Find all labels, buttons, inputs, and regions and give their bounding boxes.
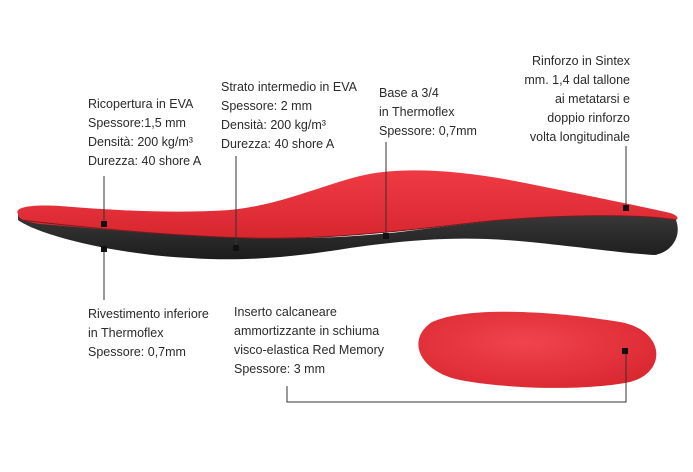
- label-rinforzo-line-4: volta longitudinale: [529, 130, 630, 144]
- label-base-title: Base a 3/4: [379, 86, 439, 100]
- label-strato-line-2: Densità: 200 kg/m³: [221, 118, 326, 132]
- label-inserto-line-2: visco-elastica Red Memory: [234, 343, 385, 357]
- label-inserto-line-1: ammortizzante in schiuma: [234, 324, 380, 338]
- label-inserto: Inserto calcaneare ammortizzante in schi…: [234, 303, 384, 379]
- label-strato: Strato intermedio in EVA Spessore: 2 mm …: [221, 78, 357, 154]
- label-rivestimento-line-2: Spessore: 0,7mm: [88, 345, 186, 359]
- label-rivestimento-line-1: in Thermoflex: [88, 326, 164, 340]
- label-base: Base a 3/4 in Thermoflex Spessore: 0,7mm: [379, 84, 477, 141]
- label-ricopertura-title: Ricopertura in EVA: [88, 97, 194, 111]
- marker-ricopertura: [101, 221, 107, 227]
- label-rinforzo-title: Rinforzo in Sintex: [532, 54, 630, 68]
- label-rivestimento: Rivestimento inferiore in Thermoflex Spe…: [88, 305, 209, 362]
- insole-base-layer: [18, 212, 678, 260]
- leader-inserto: [286, 354, 627, 403]
- label-strato-line-3: Durezza: 40 shore A: [221, 137, 335, 151]
- label-inserto-title: Inserto calcaneare: [234, 305, 337, 319]
- marker-base: [383, 233, 389, 239]
- label-rinforzo-line-3: doppio rinforzo: [547, 111, 630, 125]
- label-rinforzo-line-1: mm. 1,4 dal tallone: [524, 73, 630, 87]
- insole-seam: [19, 215, 677, 239]
- label-ricopertura-line-1: Spessore:1,5 mm: [88, 116, 186, 130]
- heel-insert: [418, 311, 657, 388]
- marker-inserto: [622, 348, 628, 354]
- label-rinforzo: Rinforzo in Sintex mm. 1,4 dal tallone a…: [524, 52, 630, 147]
- label-base-line-2: Spessore: 0,7mm: [379, 124, 477, 138]
- leader-lines: [103, 142, 627, 403]
- marker-rinforzo: [623, 205, 629, 211]
- label-strato-line-1: Spessore: 2 mm: [221, 99, 313, 113]
- marker-dots: [101, 205, 629, 354]
- marker-rivestimento: [101, 246, 107, 252]
- label-base-line-1: in Thermoflex: [379, 105, 455, 119]
- marker-strato: [233, 245, 239, 251]
- label-strato-title: Strato intermedio in EVA: [221, 80, 357, 94]
- label-inserto-line-3: Spessore: 3 mm: [234, 362, 326, 376]
- label-ricopertura: Ricopertura in EVA Spessore:1,5 mm Densi…: [88, 95, 201, 171]
- label-rivestimento-title: Rivestimento inferiore: [88, 307, 209, 321]
- label-rinforzo-line-2: ai metatarsi e: [554, 92, 630, 106]
- insole-top-layer: [17, 170, 678, 239]
- label-ricopertura-line-2: Densità: 200 kg/m³: [88, 135, 193, 149]
- label-ricopertura-line-3: Durezza: 40 shore A: [88, 154, 202, 168]
